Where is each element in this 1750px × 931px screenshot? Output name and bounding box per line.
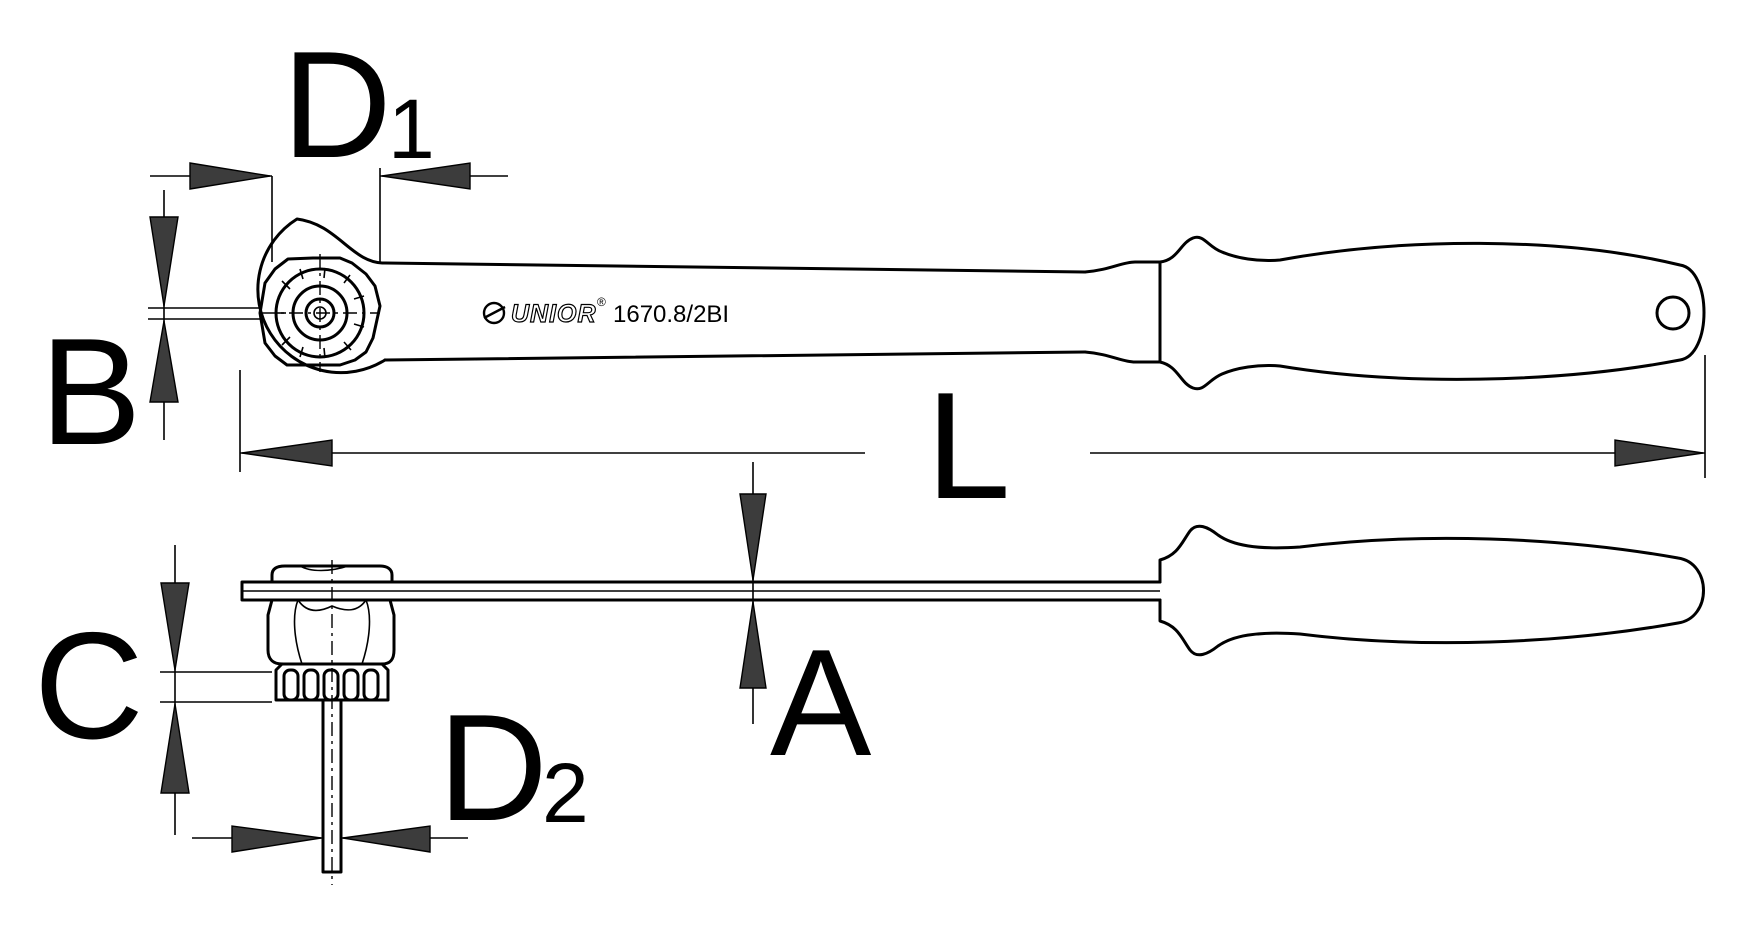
label-d1-subscript: 1 [388,82,435,176]
hang-hole [1655,295,1691,331]
spline-teeth [282,668,380,702]
shaft-bottom-edge [383,350,1087,362]
unior-logo-icon [482,301,506,325]
top-view: UNIOR ® 1670.8/2BI [256,217,1706,391]
b-arrow-top [149,216,179,307]
d2-arrow-left [231,825,322,853]
d1-arrow-right [381,162,471,190]
guide-pin [321,698,343,874]
dimension-a: A [739,462,872,788]
brand-marking: UNIOR ® 1670.8/2BI [482,295,729,329]
wrench-head-outline [256,217,387,375]
l-arrow-left [241,439,333,467]
a-arrow-bottom [739,601,767,689]
d1-arrow-left [189,162,271,190]
label-l: L [926,361,1011,531]
l-arrow-right [1614,439,1704,467]
model-number: 1670.8/2BI [613,301,729,328]
d2-arrow-right [342,825,431,853]
brand-name: UNIOR [511,300,597,328]
label-d2: D [438,683,548,853]
handle-neck-top [1083,260,1162,274]
label-c: C [34,601,144,771]
label-b: B [40,307,141,477]
registered-mark: ® [597,295,606,309]
handle-neck-bottom [1083,350,1162,364]
a-arrow-top [739,493,767,581]
label-a: A [770,618,872,788]
c-arrow-bottom [160,703,190,794]
dimension-b: B [40,190,262,477]
dimension-d2: D 2 [192,683,589,853]
label-d2-subscript: 2 [542,746,589,840]
dimension-d1: D 1 [150,20,508,262]
socket-hex [258,256,382,367]
dimension-c: C [34,545,272,835]
side-handle-outline [1158,524,1705,657]
dimension-l: L [239,355,1706,531]
side-view [240,524,1705,885]
socket-teeth [276,267,365,359]
b-arrow-bottom [149,320,179,403]
shaft-top-edge [383,261,1087,274]
c-arrow-top [160,582,190,671]
handle-grip-outline [1158,235,1706,391]
label-d1: D [282,20,392,190]
